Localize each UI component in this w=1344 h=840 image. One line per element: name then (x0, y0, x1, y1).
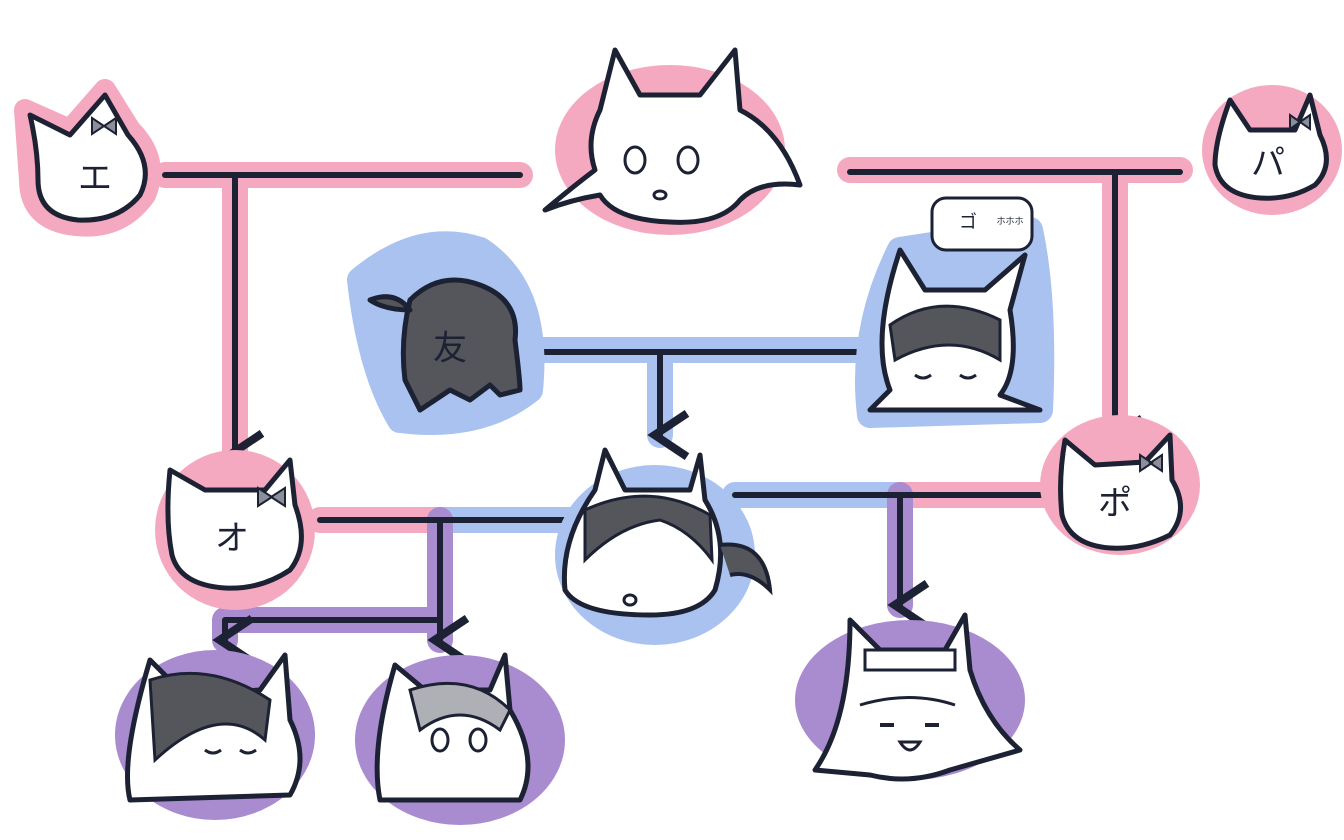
speech-main-text: ゴ (959, 212, 977, 233)
node-top-character (542, 47, 803, 235)
node-po: ポ (1040, 415, 1200, 555)
node-right-character: ゴ ホホホ (855, 196, 1055, 428)
node-pa: パ (1202, 85, 1342, 215)
node-child-2 (355, 652, 565, 825)
character-head-icon (561, 447, 724, 618)
bow-icon (257, 486, 286, 508)
cat-head-icon (1212, 92, 1329, 201)
node-child-3 (795, 612, 1025, 782)
cat-head-icon (165, 457, 304, 591)
node-label: オ (215, 519, 249, 559)
bow-icon (1289, 113, 1311, 131)
node-label: 友 (433, 329, 467, 369)
node-tomo: 友 (347, 231, 545, 435)
bow-icon (91, 116, 117, 136)
node-e: エ (14, 79, 161, 237)
speech-bubble: ゴ ホホホ (930, 196, 1034, 252)
connectors (162, 169, 1183, 665)
arrow-to-child-1 (212, 615, 443, 665)
speech-side-text: ホホホ (996, 216, 1023, 227)
bow-icon (1139, 453, 1163, 473)
node-label: パ (1251, 144, 1285, 184)
node-center-character (555, 447, 773, 645)
node-label: ポ (1098, 484, 1132, 524)
node-child-1 (115, 650, 315, 820)
character-head-icon (542, 47, 803, 225)
character-back-head-icon (400, 277, 523, 413)
node-o: オ (155, 450, 315, 610)
node-label: エ (78, 159, 112, 199)
